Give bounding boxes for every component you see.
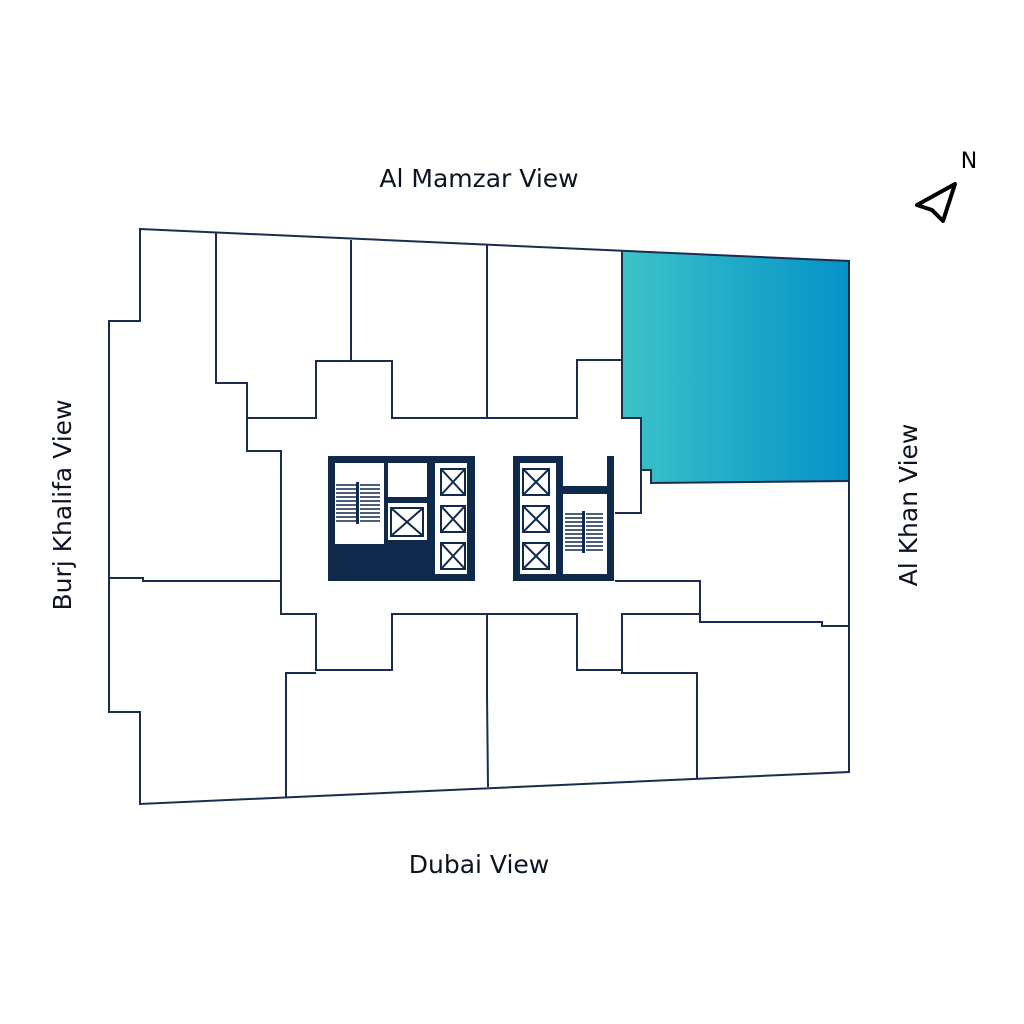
east-view-label: Al Khan View bbox=[894, 424, 923, 587]
unit-outlines bbox=[108, 227, 850, 806]
north-view-label: Al Mamzar View bbox=[379, 164, 578, 193]
elevator-icon bbox=[390, 468, 466, 570]
elevator-icon bbox=[522, 468, 550, 570]
south-view-label: Dubai View bbox=[409, 850, 550, 879]
core-right bbox=[513, 456, 614, 581]
highlighted-unit[interactable] bbox=[622, 251, 849, 483]
compass-n-label: N bbox=[961, 149, 977, 174]
north-arrow-icon: N bbox=[915, 149, 977, 223]
core-left bbox=[328, 456, 475, 581]
stair-icon bbox=[565, 511, 603, 553]
west-view-label: Burj Khalifa View bbox=[48, 399, 77, 610]
stair-icon bbox=[336, 482, 380, 524]
